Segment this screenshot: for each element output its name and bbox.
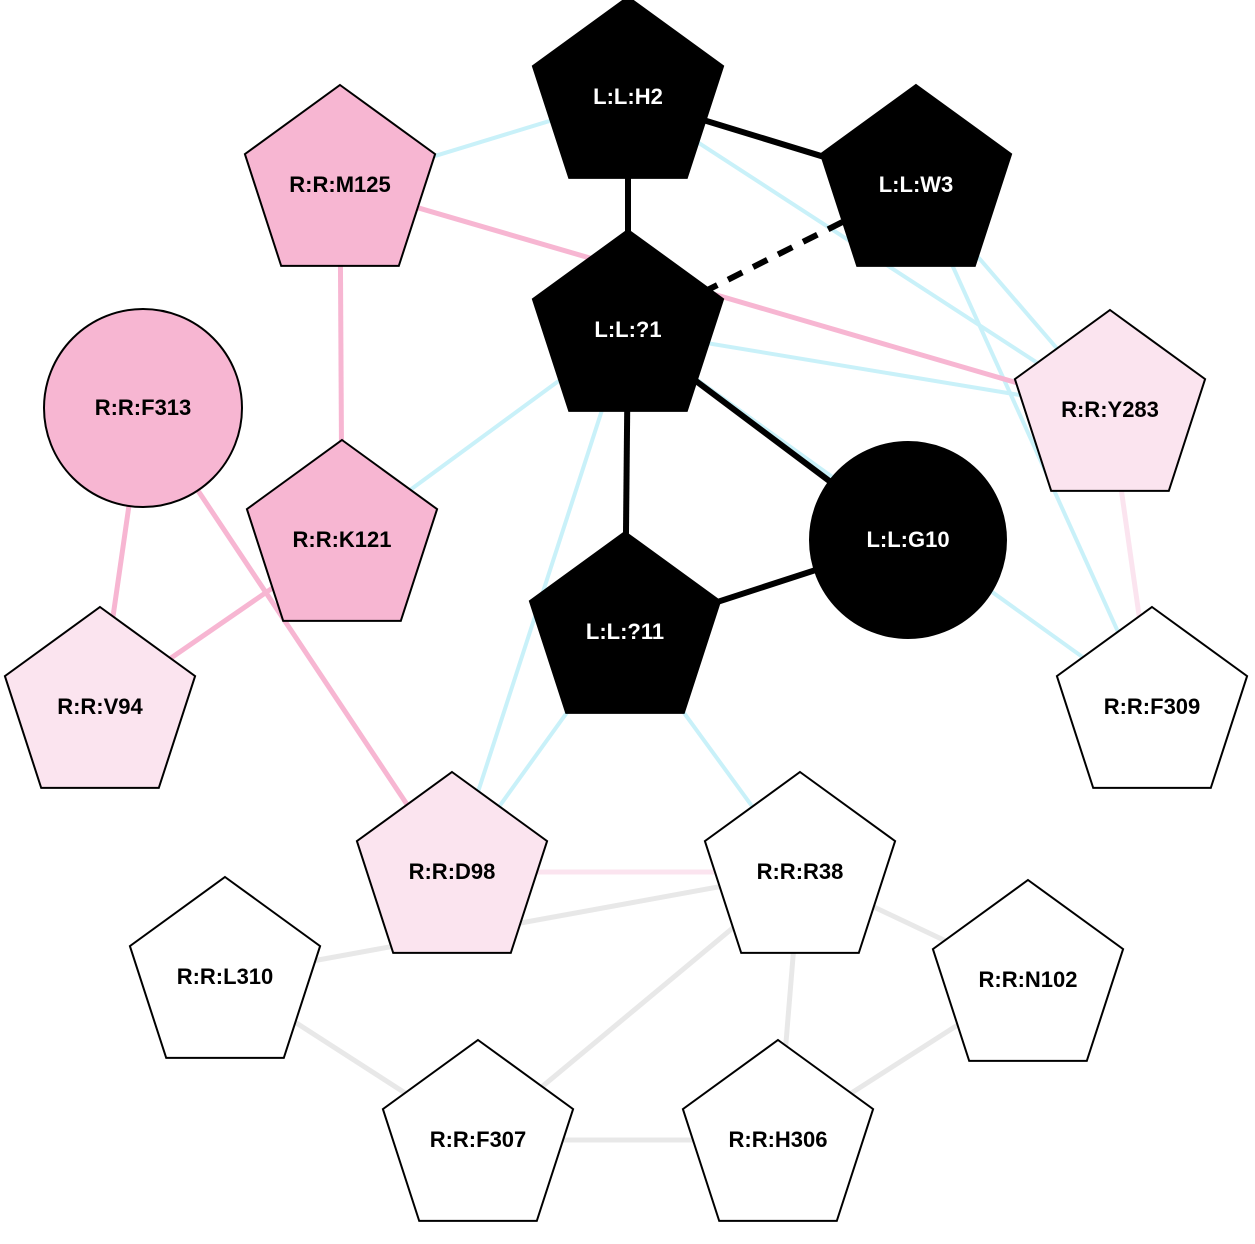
node-pentagon-shape[interactable] (381, 1038, 575, 1222)
edge-l-l-w3--r-r-f309 (914, 184, 1154, 708)
node-r-r-f309[interactable]: R:R:F309 (1055, 605, 1249, 789)
node-r-r-l310[interactable]: R:R:L310 (128, 875, 322, 1059)
node-pentagon-shape[interactable] (245, 438, 439, 622)
edge-r-r-m125--r-r-y283 (339, 182, 1111, 413)
node-r-r-d98[interactable]: R:R:D98 (355, 770, 549, 954)
node-pentagon-shape[interactable] (531, 228, 725, 412)
node-r-r-f313[interactable]: R:R:F313 (43, 308, 243, 508)
node-r-r-r38[interactable]: R:R:R38 (703, 770, 897, 954)
node-pentagon-shape[interactable] (819, 83, 1013, 267)
node-pentagon-shape[interactable] (1055, 605, 1249, 789)
node-pentagon-shape[interactable] (528, 530, 722, 714)
node-pentagon-shape[interactable] (243, 83, 437, 267)
node-r-r-k121[interactable]: R:R:K121 (245, 438, 439, 622)
node-l-l-w3[interactable]: L:L:W3 (819, 83, 1013, 267)
node-l-l-1[interactable]: L:L:?1 (531, 228, 725, 412)
node-pentagon-shape[interactable] (681, 1038, 875, 1222)
node-circle-shape[interactable] (809, 441, 1007, 639)
node-circle-shape[interactable] (43, 308, 243, 508)
node-r-r-v94[interactable]: R:R:V94 (3, 605, 197, 789)
node-pentagon-shape[interactable] (531, 0, 725, 179)
node-r-r-m125[interactable]: R:R:M125 (243, 83, 437, 267)
node-pentagon-shape[interactable] (1013, 308, 1207, 492)
node-r-r-n102[interactable]: R:R:N102 (931, 878, 1125, 1062)
node-pentagon-shape[interactable] (703, 770, 897, 954)
node-l-l-h2[interactable]: L:L:H2 (531, 0, 725, 179)
node-pentagon-shape[interactable] (931, 878, 1125, 1062)
node-pentagon-shape[interactable] (3, 605, 197, 789)
node-r-r-y283[interactable]: R:R:Y283 (1013, 308, 1207, 492)
node-pentagon-shape[interactable] (128, 875, 322, 1059)
node-r-r-f307[interactable]: R:R:F307 (381, 1038, 575, 1222)
node-r-r-h306[interactable]: R:R:H306 (681, 1038, 875, 1222)
node-l-l-g10[interactable]: L:L:G10 (809, 441, 1007, 639)
node-l-l-11[interactable]: L:L:?11 (528, 530, 722, 714)
node-pentagon-shape[interactable] (355, 770, 549, 954)
